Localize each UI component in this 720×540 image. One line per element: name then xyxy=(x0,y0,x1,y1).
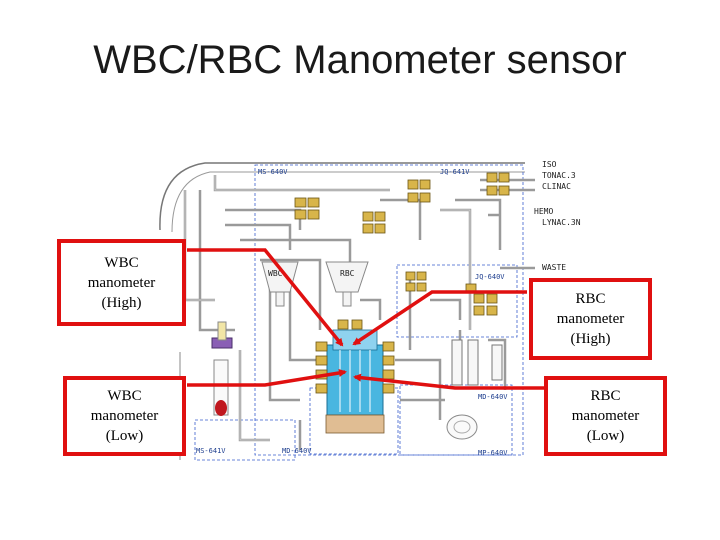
callout-wbc-manometer-low: WBC manometer (Low) xyxy=(63,376,186,456)
manometer-manifold xyxy=(315,319,395,434)
label-md640v-right: MD-640V xyxy=(478,393,508,401)
arrow-rbc-low xyxy=(353,373,545,390)
arrow-wbc-high xyxy=(187,248,344,347)
syringe-pumps xyxy=(451,339,503,386)
pump xyxy=(446,414,478,440)
callout-rbc-manometer-high: RBC manometer (High) xyxy=(529,278,652,360)
arrow-wbc-low xyxy=(187,369,347,387)
housing-outline xyxy=(159,162,525,231)
label-jq640v: JQ-640V xyxy=(475,273,505,281)
port-lynac: LYNAC.3N xyxy=(542,218,581,227)
wbc-chamber xyxy=(261,261,299,307)
port-waste: WASTE xyxy=(542,263,566,272)
label-mp640v: MP-640V xyxy=(478,449,508,457)
port-clinac: CLINAC xyxy=(542,182,571,191)
label-ms640v: MS-640V xyxy=(258,168,288,176)
arrow-rbc-high xyxy=(352,290,527,346)
solenoid-valves xyxy=(294,172,510,316)
rbc-chamber-label: RBC xyxy=(340,269,355,278)
rbc-chamber xyxy=(325,261,369,307)
label-md640v-bottom: MD-640V xyxy=(282,447,312,455)
port-iso: ISO xyxy=(542,160,557,169)
callout-wbc-manometer-high: WBC manometer (High) xyxy=(57,239,186,326)
port-tonac: TONAC.3 xyxy=(542,171,576,180)
sample-tube xyxy=(211,321,233,416)
label-jq641v: JQ-641V xyxy=(440,168,470,176)
port-hemo: HEMO xyxy=(534,207,553,216)
label-ms641v: MS-641V xyxy=(196,447,226,455)
slide-title: WBC/RBC Manometer sensor xyxy=(93,38,627,82)
wbc-chamber-label: WBC xyxy=(268,269,283,278)
housing-outline-inner xyxy=(171,171,525,233)
callout-rbc-manometer-low: RBC manometer (Low) xyxy=(544,376,667,456)
